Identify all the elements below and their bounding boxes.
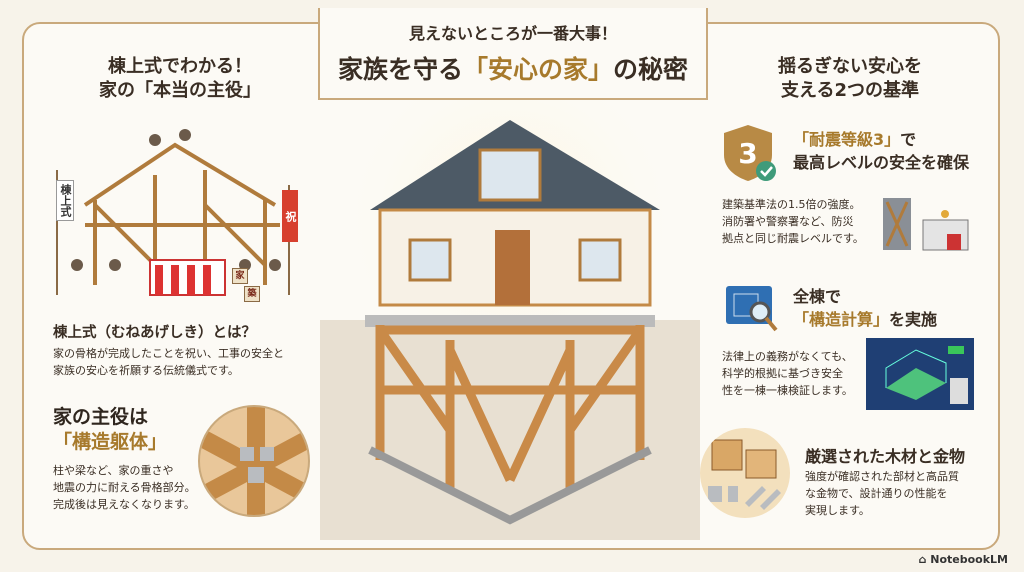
calc-post: を実施 [889,310,938,329]
main-body-line: 地震の力に耐える骨格部分。 [53,481,196,494]
blueprint-magnifier-icon [726,286,778,332]
title-post: の秘密 [613,55,689,84]
structural-analysis-screen [866,338,974,410]
kicker: 見えないところが一番大事！ [408,24,617,43]
main-structure-body: 柱や梁など、家の重さや 地震の力に耐える骨格部分。 完成後は見えなくなります。 [53,462,196,513]
left-heading-line2: 家の「本当の主役」 [99,80,261,101]
title-pre: 家族を守る [337,55,463,84]
main-line2: 「構造躯体」 [53,431,168,453]
sake-barrel-label: 築 [244,286,260,302]
seismic-body-line: 建築基準法の1.5倍の強度。 [722,198,861,211]
joint-closeup [198,405,310,517]
main-body-line: 完成後は見えなくなります。 [53,498,195,511]
seismic-body-line: 拠点と同じ耐震レベルです。 [722,232,864,245]
seismic-grade-title: 「耐震等級3」で 最高レベルの安全を確保 [793,128,969,174]
ceremony-illustration [56,129,290,296]
calc-highlight: 「構造計算」 [793,310,890,329]
seismic-post: で [900,130,917,149]
ceremony-question: 棟上式（むねあげしき）とは？ [53,325,256,341]
brand-name: NotebookLM [930,553,1008,566]
calc-line1: 全棟で [793,287,842,306]
calc-body-line: 科学的根拠に基づき安全 [722,367,843,380]
seismic-highlight: 「耐震等級3」 [793,130,901,149]
right-heading-line2: 支える2つの基準 [781,80,919,101]
materials-body-line: 実現します。 [805,504,870,517]
left-heading-line1: 棟上式でわかる！ [108,56,252,77]
left-heading: 棟上式でわかる！ 家の「本当の主役」 [40,55,320,103]
main-structure-heading: 家の主役は 「構造躯体」 [53,405,167,455]
seismic-line2: 最高レベルの安全を確保 [793,153,970,172]
fire-station-icon [883,198,969,251]
ceremony-banner-white: 棟上式 [56,180,74,221]
title-highlight: 「安心の家」 [462,55,613,84]
grade-badge: 3 [738,137,757,170]
materials-body-line: 強度が確認された部材と高品質 [805,470,959,483]
house-illustration [320,100,700,540]
main-body-line: 柱や梁など、家の重さや [53,464,174,477]
materials-title: 厳選された木材と金物 [805,447,966,466]
ceremony-description: 家の骨格が完成したことを祝い、工事の安全と 家族の安心を祈願する伝統儀式です。 [53,345,323,379]
main-line1: 家の主役は [53,406,149,428]
shield-check-icon: 3 [724,125,776,181]
materials-body-line: な金物で、設計通りの性能を [805,487,948,500]
calc-body-line: 法律上の義務がなくても、 [722,350,853,363]
calc-body-line: 性を一棟一棟検証します。 [722,384,853,397]
notebooklm-logo: ⌂ NotebookLM [918,553,1008,566]
right-heading-line1: 揺るぎない安心を [778,56,922,77]
calc-body: 法律上の義務がなくても、 科学的根拠に基づき安全 性を一棟一棟検証します。 [722,348,853,399]
lumber-hardware-icon [700,428,790,518]
calc-title: 全棟で 「構造計算」を実施 [793,285,937,331]
seismic-body: 建築基準法の1.5倍の強度。 消防署や警察署など、防災 拠点と同じ耐震レベルです… [722,196,864,247]
seismic-body-line: 消防署や警察署など、防災 [722,215,854,228]
ceremony-line2: 家族の安心を祈願する伝統儀式です。 [53,364,239,377]
sake-barrel-label: 家 [232,268,248,284]
materials-body: 強度が確認された部材と高品質 な金物で、設計通りの性能を 実現します。 [805,468,959,519]
page-title: 家族を守る「安心の家」の秘密 [320,50,706,86]
right-heading: 揺るぎない安心を 支える2つの基準 [715,55,985,103]
ceremony-line1: 家の骨格が完成したことを祝い、工事の安全と [53,347,284,360]
title-box: 見えないところが一番大事！ 家族を守る「安心の家」の秘密 [318,8,708,100]
ceremony-banner-red: 祝 [282,190,298,242]
